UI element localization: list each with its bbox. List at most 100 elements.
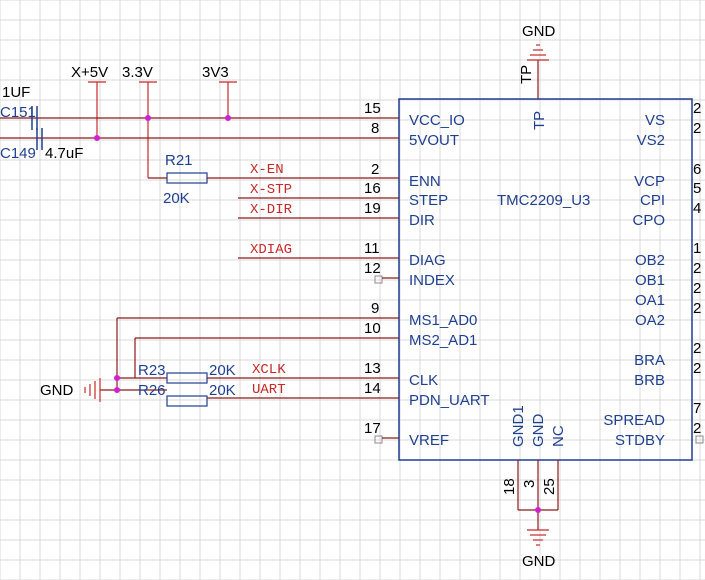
gnd-bottom-label: GND [522,553,556,570]
pin-name-brb: BRB [634,372,665,389]
rpin-num-0: 2 [693,100,701,117]
pin-name-spread: SPREAD [603,412,665,429]
rpin-num-8: 2 [693,300,701,317]
pin-name-vcp: VCP [634,173,665,190]
net-xclk: XCLK [252,362,286,378]
v33-label: 3.3V [122,64,153,81]
rpin-num-12: 2 [693,420,701,437]
tp-label-top: TP [518,65,535,84]
cap-ref-c149: C149 [0,145,36,162]
power-rails: X+5V 3.3V 3V3 [0,64,399,178]
index-nc-marker [374,275,383,284]
stdby-nc-marker [695,435,704,444]
pin-num-17: 17 [364,420,381,437]
r26-value: 20K [209,382,236,399]
rpin-num-11: 7 [693,400,701,417]
pin-name-diag: DIAG [409,252,446,269]
pin-num-12: 12 [364,260,381,277]
pin-name-pdn-uart: PDN_UART [409,392,490,409]
pin-num-14: 14 [364,380,381,397]
gnd-left-label: GND [40,382,74,399]
pin-name-enn: ENN [409,173,441,190]
r23-body [166,372,208,384]
junction-v33-vccio [145,115,151,121]
vref-nc-marker [374,435,383,444]
bottom-pin-num-25: 25 [541,478,558,495]
pin-num-19: 19 [364,200,381,217]
pin-num-9: 9 [371,300,379,317]
chip-right-pin-names: VS VS2 VCP CPI CPO OB2 OB1 OA1 OA2 BRA B… [603,112,665,449]
pin-num-16: 16 [364,180,381,197]
cap-value-47uf: 4.7uF [45,145,83,162]
pin-num-8: 8 [371,120,379,137]
pin-name-ob2: OB2 [635,252,665,269]
junction-x5v-5vout [94,135,100,141]
bottom-pin-name-nc: NC [550,425,567,447]
junction-bottom [535,507,541,513]
net-x-stp: X-STP [250,182,292,198]
pin-name-vs2: VS2 [637,132,665,149]
rpin-num-4: 4 [693,200,701,217]
pin-num-10: 10 [364,320,381,337]
rpin-num-5: 1 [693,240,701,257]
ms-gnd-group: GND R23 20K XCLK R26 20K UART [40,317,399,407]
capacitors: 1UF C151 C149 4.7uF [0,84,83,162]
pin-num-11: 11 [364,240,380,257]
junction-v3v3-vccio [225,115,231,121]
rpin-num-9: 2 [693,340,701,357]
r21-body [166,172,208,184]
pin-name-vs: VS [645,112,665,129]
pin-name-cpi: CPI [640,192,665,209]
tp-pin-top: TP TP GND [518,23,556,130]
chip-left-pin-names: VCC_IO 5VOUT ENN STEP DIR DIAG INDEX MS1… [409,112,490,449]
rpin-num-3: 5 [693,180,701,197]
chip-right-pin-numbers: 2 2 6 5 4 1 2 2 2 2 2 7 2 [693,100,701,437]
rpin-num-1: 2 [693,120,701,137]
r23-value: 20K [209,362,236,379]
pin-name-index: INDEX [409,272,455,289]
chip-body [398,98,693,461]
r26-ref: R26 [138,382,166,399]
rpin-num-2: 6 [693,161,701,178]
pin-name-oa1: OA1 [635,292,665,309]
pin-name-vref: VREF [409,432,449,449]
cap-value-1uf: 1UF [2,84,30,101]
pin-name-stdby: STDBY [615,432,665,449]
cap-ref-c151: C151 [0,104,36,121]
pin-num-13: 13 [364,360,381,377]
rpin-num-10: 2 [693,360,701,377]
bottom-pin-name-gnd: GND [530,414,547,448]
pin-name-step: STEP [409,192,448,209]
v3v3-label: 3V3 [202,64,229,81]
junction-ms1-gnd [114,375,120,381]
pin-num-15: 15 [364,100,381,117]
chip-left-pin-numbers: 15 8 2 16 19 11 12 9 10 13 14 17 [364,100,381,437]
pin-name-5vout: 5VOUT [409,132,459,149]
bottom-pins: GND1 GND NC 18 3 25 GND [501,405,567,570]
pin-name-vcc-io: VCC_IO [409,112,465,129]
pin-name-dir: DIR [409,212,435,229]
tp-pin-name: TP [531,111,548,130]
net-x-en: X-EN [250,162,284,178]
bottom-pin-num-18: 18 [501,478,518,495]
net-x-dir: X-DIR [250,202,293,218]
r23-ref: R23 [138,362,166,379]
junction-gnd-r26 [114,387,120,393]
pin-name-bra: BRA [634,352,665,369]
pin-num-2: 2 [371,161,379,178]
bottom-pin-num-3: 3 [521,480,538,488]
pin-name-cpo: CPO [632,212,665,229]
rpin-num-7: 2 [693,280,701,297]
bottom-pin-name-gnd1: GND1 [510,405,527,447]
x5v-label: X+5V [71,64,108,81]
net-xdiag: XDIAG [250,242,292,258]
rpin-num-6: 2 [693,260,701,277]
chip-title: TMC2209_U3 [497,192,590,209]
pin-name-oa2: OA2 [635,312,665,329]
r21-ref: R21 [165,152,193,169]
r21-value: 20K [163,190,190,207]
r21-group: R21 20K X-EN X-STP X-DIR XDIAG [148,152,399,259]
r26-body [166,395,208,407]
